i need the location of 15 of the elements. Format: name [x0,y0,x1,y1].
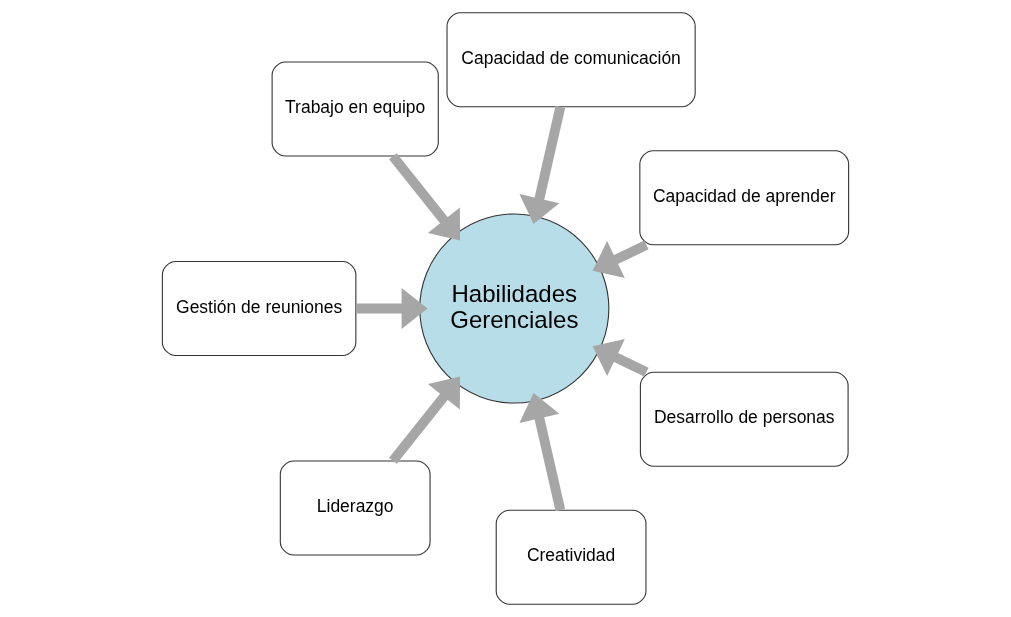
arrow [355,288,428,329]
node-box: Gestión de reuniones [161,260,357,357]
node-box: Trabajo en equipo [271,61,439,157]
node-box: Capacidad de comunicación [446,12,696,108]
arrow [592,339,649,377]
arrow [592,240,649,278]
node-box: Capacidad de aprender [639,150,850,246]
arrow [519,393,566,512]
node-box: Liderazgo [279,460,431,556]
arrow [389,376,461,464]
arrow [519,105,566,224]
arrow [389,153,461,241]
node-box: Desarrollo de personas [639,371,849,467]
node-circle: Habilidades Gerenciales [419,213,610,404]
node-box: Creatividad [495,509,647,605]
